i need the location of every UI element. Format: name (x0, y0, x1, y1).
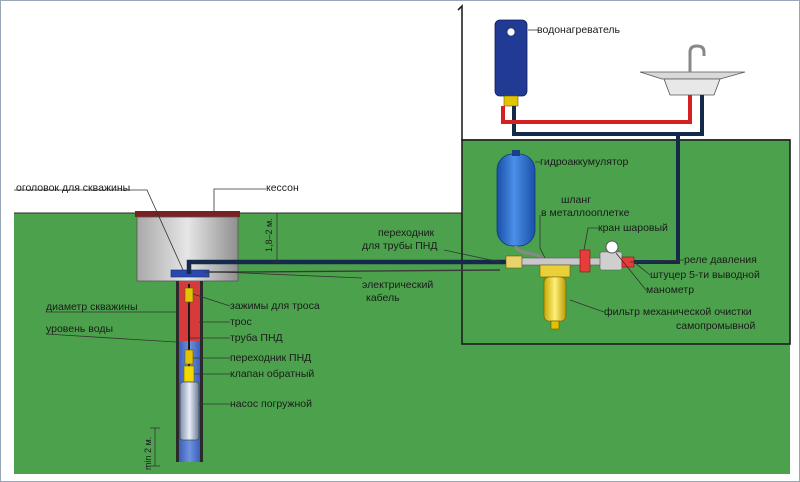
sink-basin (663, 78, 721, 96)
pump-depth-marker (150, 427, 160, 467)
rope-clamp (184, 287, 194, 303)
hdpe-adapter (184, 349, 194, 365)
label-water-heater: водонагреватель (537, 24, 621, 36)
ball-valve (579, 249, 591, 273)
filter-drain (550, 320, 560, 330)
cold-water-to-sink (678, 95, 704, 136)
label-filter-line1: фильтр механической очистки (604, 306, 752, 318)
manifold-pipe (521, 257, 613, 266)
label-manometer: манометр (646, 284, 694, 296)
label-adapter-line2: для трубы ПНД (362, 240, 437, 252)
caisson-lid (135, 211, 240, 217)
label-pressure-switch: реле давления (684, 254, 757, 266)
label-cable-line1: электрический (362, 279, 433, 291)
label-well-diameter: диаметр скважины (46, 301, 138, 313)
sink-faucet (688, 44, 706, 72)
label-ball-valve: кран шаровый (598, 222, 668, 234)
filter-bowl (543, 276, 567, 322)
pipe-adapter (505, 255, 523, 269)
manometer-gauge (605, 240, 619, 254)
electric-cable (205, 269, 501, 273)
label-hdpe-pipe: труба ПНД (230, 332, 283, 344)
label-pump: насос погружной (230, 398, 312, 410)
label-rope: трос (230, 316, 252, 328)
submersible-pump (179, 381, 200, 441)
label-well-head: оголовок для скважины (16, 182, 130, 194)
label-hose-line2: в металлооплетке (541, 207, 630, 219)
label-cable-line2: кабель (366, 292, 400, 304)
main-supply-pipe (186, 259, 506, 274)
pressure-switch-body (599, 251, 623, 271)
label-water-level: уровень воды (46, 323, 113, 335)
label-caisson: кессон (266, 182, 299, 194)
label-hdpe-adapter: переходник ПНД (230, 352, 311, 364)
label-filter-line2: самопромывной (676, 320, 755, 332)
water-heater-valve (503, 95, 519, 107)
label-adapter-line1: переходник (378, 227, 435, 239)
water-heater-dial (506, 27, 516, 37)
label-fitting: штуцер 5-ти выводной (650, 269, 760, 281)
pressure-tank-cap (512, 150, 520, 156)
label-hose-line1: шланг (561, 194, 591, 206)
pump-depth-label: min 2 м. (143, 437, 153, 470)
leader-lines (14, 29, 685, 405)
filter-head (539, 264, 571, 278)
label-rope-clamps: зажимы для троса (230, 300, 320, 312)
check-valve (183, 365, 195, 383)
caisson-depth-label: 1,8–2 м. (264, 218, 274, 252)
label-accumulator: гидроаккумулятор (540, 156, 628, 168)
caisson-depth-marker (272, 212, 282, 263)
pressure-tank (496, 153, 536, 247)
hot-water-line (501, 95, 692, 124)
label-check-valve: клапан обратный (230, 368, 314, 380)
